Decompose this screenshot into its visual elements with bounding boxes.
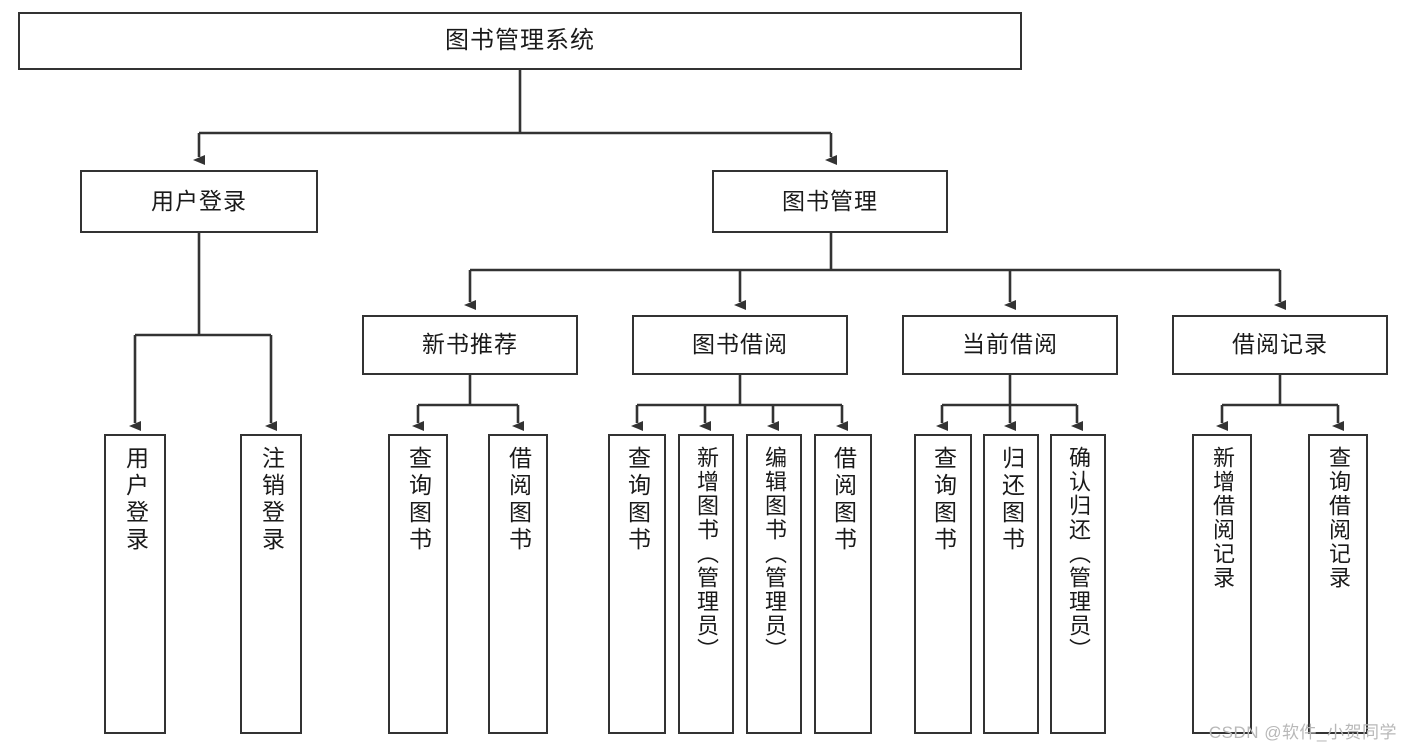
node-label: 借阅图书: [505, 446, 532, 554]
node-leaf-add-book-admin[interactable]: 新增图书（管理员）: [678, 434, 734, 734]
node-label: 新增借阅记录: [1210, 446, 1235, 590]
node-label: 查询图书: [405, 446, 432, 554]
node-book-management[interactable]: 图书管理: [712, 170, 948, 233]
node-leaf-query-book-current[interactable]: 查询图书: [914, 434, 972, 734]
node-label: 注销登录: [258, 446, 285, 554]
node-current-borrow[interactable]: 当前借阅: [902, 315, 1118, 375]
node-label: 用户登录: [151, 187, 247, 214]
node-root-book-management-system[interactable]: 图书管理系统: [18, 12, 1022, 70]
node-leaf-query-book-borrow[interactable]: 查询图书: [608, 434, 666, 734]
node-label: 新增图书（管理员）: [694, 446, 719, 662]
node-new-book-recommend[interactable]: 新书推荐: [362, 315, 578, 375]
node-label: 编辑图书（管理员）: [762, 446, 787, 662]
node-leaf-user-login[interactable]: 用户登录: [104, 434, 166, 734]
node-label: 新书推荐: [422, 331, 518, 358]
node-label: 图书借阅: [692, 331, 788, 358]
node-leaf-borrow-book-recommend[interactable]: 借阅图书: [488, 434, 548, 734]
node-book-borrow[interactable]: 图书借阅: [632, 315, 848, 375]
node-label: 查询借阅记录: [1326, 446, 1351, 590]
node-label: 借阅图书: [830, 446, 857, 554]
node-borrow-record[interactable]: 借阅记录: [1172, 315, 1388, 375]
node-leaf-return-book[interactable]: 归还图书: [983, 434, 1039, 734]
node-label: 当前借阅: [962, 331, 1058, 358]
node-label: 用户登录: [122, 446, 149, 554]
node-leaf-query-borrow-record[interactable]: 查询借阅记录: [1308, 434, 1368, 734]
node-label: 查询图书: [624, 446, 651, 554]
node-label: 图书管理系统: [445, 26, 595, 54]
node-label: 归还图书: [998, 446, 1025, 554]
node-leaf-user-logout[interactable]: 注销登录: [240, 434, 302, 734]
node-label: 确认归还（管理员）: [1066, 446, 1091, 662]
node-leaf-query-book-recommend[interactable]: 查询图书: [388, 434, 448, 734]
node-label: 图书管理: [782, 187, 878, 214]
node-label: 借阅记录: [1232, 331, 1328, 358]
node-leaf-edit-book-admin[interactable]: 编辑图书（管理员）: [746, 434, 802, 734]
node-leaf-borrow-book[interactable]: 借阅图书: [814, 434, 872, 734]
node-leaf-add-borrow-record[interactable]: 新增借阅记录: [1192, 434, 1252, 734]
node-label: 查询图书: [930, 446, 957, 554]
node-user-login[interactable]: 用户登录: [80, 170, 318, 233]
node-leaf-confirm-return-admin[interactable]: 确认归还（管理员）: [1050, 434, 1106, 734]
